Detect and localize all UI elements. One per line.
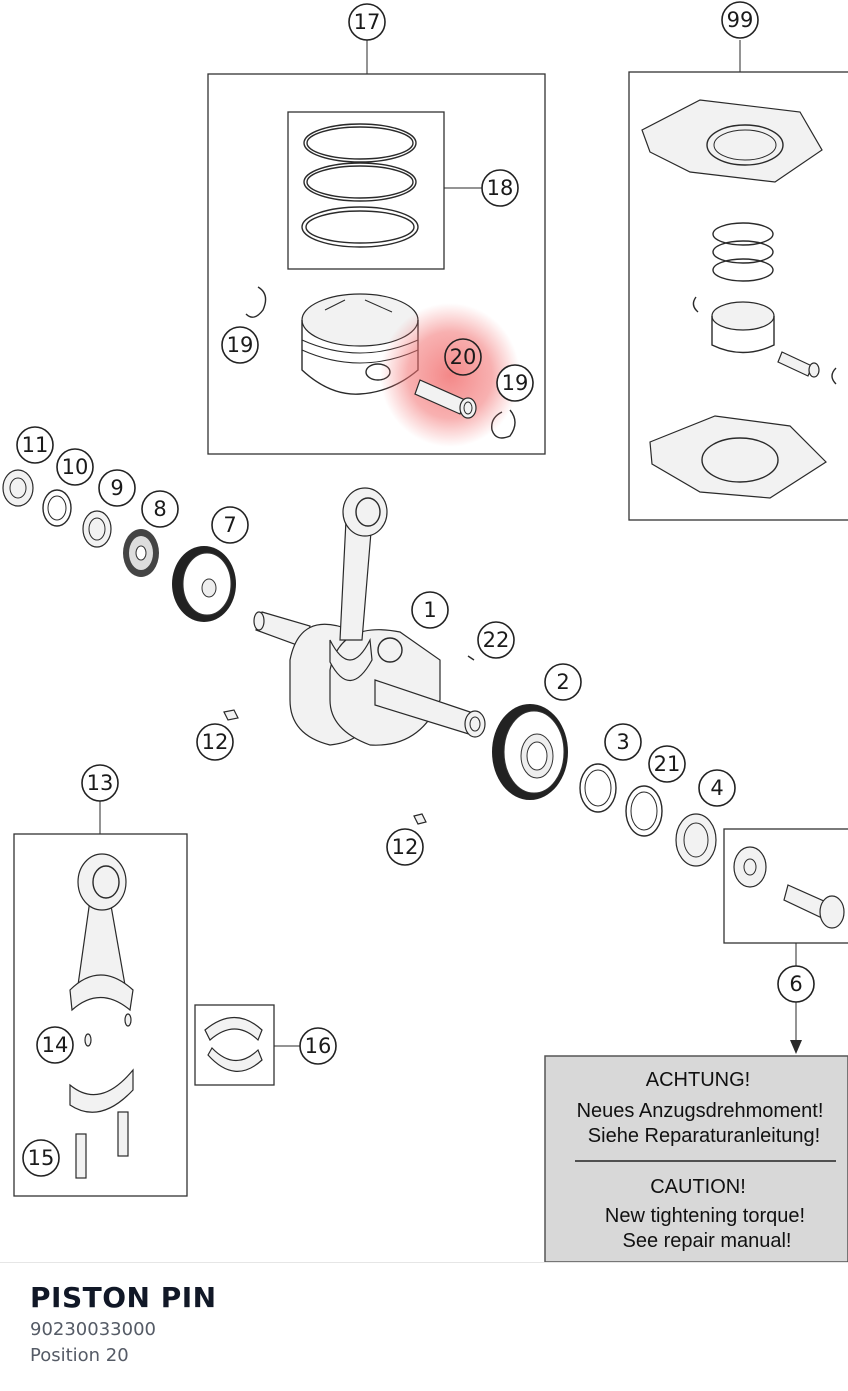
callout-2[interactable]: 2 [544,663,582,701]
callout-10[interactable]: 10 [56,448,94,486]
callout-label: 21 [654,752,681,776]
small-pin-part [777,351,820,378]
callout-label: 3 [616,730,629,754]
callout-label: 8 [153,497,166,521]
washer-3-part [579,763,617,813]
callout-label: 4 [710,776,723,800]
callout-label: 15 [28,1146,55,1170]
callout-12[interactable]: 12 [196,723,234,761]
callout-12[interactable]: 12 [386,828,424,866]
gear-2-part [492,704,568,800]
callout-9[interactable]: 9 [98,469,136,507]
callout-label: 12 [202,730,229,754]
callout-label: 18 [487,176,514,200]
part-position: Position 20 [30,1345,129,1366]
callout-4[interactable]: 4 [698,769,736,807]
gear-7-part [172,546,236,622]
callout-label: 19 [502,371,529,395]
callout-19[interactable]: 19 [496,364,534,402]
callout-16[interactable]: 16 [299,1027,337,1065]
callout-label: 11 [22,433,49,457]
warning-en-line2: See repair manual! [623,1230,792,1252]
connecting-rod-part [329,487,388,681]
box-17-piston-kit [207,40,546,455]
callout-7[interactable]: 7 [211,506,249,544]
shaft-washers-left [2,469,112,548]
head-gasket-part [641,99,823,183]
callout-label: 20 [450,345,477,369]
callout-15[interactable]: 15 [22,1139,60,1177]
circlip-part [245,286,267,318]
callout-label: 6 [789,972,802,996]
part-name: PISTON PIN [30,1281,217,1314]
callout-21[interactable]: 21 [648,745,686,783]
callout-14[interactable]: 14 [36,1026,74,1064]
warning-en-line1: New tightening torque! [605,1205,805,1227]
callout-20[interactable]: 20 [444,338,482,376]
part-number: 90230033000 [30,1319,156,1340]
warning-de-title: ACHTUNG! [646,1069,750,1091]
callout-label: 13 [87,771,114,795]
callout-label: 7 [223,513,236,537]
callout-13[interactable]: 13 [81,764,119,802]
piston-pin-part[interactable] [414,379,477,419]
callout-label: 22 [483,628,510,652]
callout-18[interactable]: 18 [481,169,519,207]
callout-label: 19 [227,333,254,357]
key-12-part [223,709,239,721]
key-12-part-lower [413,813,427,825]
piston-rings-part [301,123,419,248]
washer-21-part [625,785,663,837]
small-gear-part [123,529,159,577]
small-piston-part [711,301,775,354]
warning-en-title: CAUTION! [650,1176,746,1198]
box-99-service-kit [628,40,848,521]
box-6-bolt [723,828,848,1054]
callout-label: 12 [392,835,419,859]
callout-11[interactable]: 11 [16,426,54,464]
callout-19[interactable]: 19 [221,326,259,364]
callout-label: 14 [42,1033,69,1057]
warning-de-line2: Siehe Reparaturanleitung! [588,1125,820,1147]
callout-label: 17 [354,10,381,34]
warning-notice: ACHTUNG! Neues Anzugsdrehmoment! Siehe R… [544,1055,848,1262]
callout-label: 1 [423,598,436,622]
callout-label: 16 [305,1034,332,1058]
exploded-parts-diagram: ACHTUNG! Neues Anzugsdrehmoment! Siehe R… [2,1,848,1262]
part-info-panel: PISTON PIN 90230033000 Position 20 [0,1262,848,1391]
callout-8[interactable]: 8 [141,490,179,528]
highlight-position-20 [380,303,520,447]
callout-label: 99 [727,8,754,32]
callout-6[interactable]: 6 [777,965,815,1003]
warning-de-line1: Neues Anzugsdrehmoment! [577,1100,824,1122]
callout-99[interactable]: 99 [721,1,759,39]
crankshaft-part [253,611,486,746]
box-16-bearing-shells [194,1004,300,1086]
base-gasket-part [649,415,827,499]
callout-label: 10 [62,455,89,479]
callout-1[interactable]: 1 [411,591,449,629]
callout-3[interactable]: 3 [604,723,642,761]
callout-label: 2 [556,670,569,694]
box-13-connecting-rod [13,800,188,1197]
woodruff-key-22 [467,655,475,661]
callout-22[interactable]: 22 [477,621,515,659]
nut-4-part [675,813,717,867]
callout-17[interactable]: 17 [348,3,386,41]
callout-label: 9 [110,476,123,500]
